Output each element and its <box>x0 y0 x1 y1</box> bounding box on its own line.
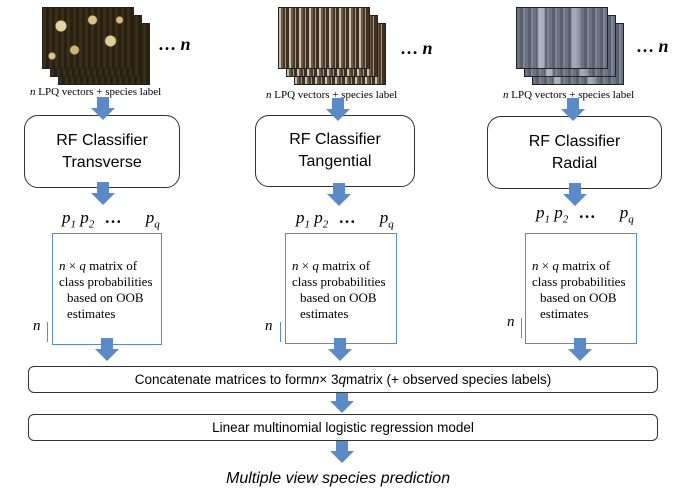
wood-image-tangential-front <box>278 7 370 69</box>
stack-count-tangential: … n <box>400 38 433 58</box>
matrix-radial: n × q matrix of class probabilities base… <box>525 233 637 344</box>
rf-title: RF Classifier <box>56 131 148 149</box>
row-line-radial <box>521 318 522 338</box>
row-count-tangential: n <box>265 318 273 334</box>
image-stack-tangential <box>278 7 386 85</box>
rf-classifier-transverse: RF Classifier Transverse <box>24 115 180 188</box>
final-prediction: Multiple view species prediction <box>226 470 451 487</box>
rf-classifier-radial: RF Classifier Radial <box>487 116 662 189</box>
prob-labels-transverse: p1 p2 … pq <box>62 208 160 231</box>
wood-image-radial-front <box>516 7 608 69</box>
rf-title: RF Classifier <box>528 132 621 150</box>
matrix-transverse: n × q matrix of class probabilities base… <box>52 233 162 345</box>
row-count-radial: n <box>507 314 515 330</box>
prob-labels-tangential: p1 p2 … pq <box>296 208 394 231</box>
arrow-down-icon <box>330 440 354 463</box>
image-stack-transverse <box>42 7 150 85</box>
rf-view: Tangential <box>298 153 372 170</box>
wood-image-transverse-front <box>42 7 134 69</box>
logistic-regression-box: Linear multinomial logistic regression m… <box>28 414 658 441</box>
caption-tangential: n LPQ vectors + species label <box>266 89 398 101</box>
caption-transverse: n LPQ vectors + species label <box>30 86 162 98</box>
rf-title: RF Classifier <box>289 131 381 148</box>
row-line-transverse <box>47 322 48 342</box>
row-line-tangential <box>280 322 281 342</box>
arrow-down-icon <box>330 390 354 413</box>
prob-labels-radial: p1 p2 … pq <box>536 203 634 226</box>
rf-view: Radial <box>551 154 598 172</box>
rf-view: Transverse <box>62 153 142 171</box>
caption-radial: n LPQ vectors + species label <box>503 89 635 101</box>
matrix-tangential: n × q matrix of class probabilities base… <box>285 233 397 344</box>
stack-count-transverse: … n <box>158 34 191 54</box>
image-stack-radial <box>516 7 624 85</box>
rf-classifier-tangential: RF Classifier Tangential <box>255 115 415 187</box>
row-count-transverse: n <box>33 318 41 334</box>
stack-count-radial: … n <box>636 36 669 56</box>
